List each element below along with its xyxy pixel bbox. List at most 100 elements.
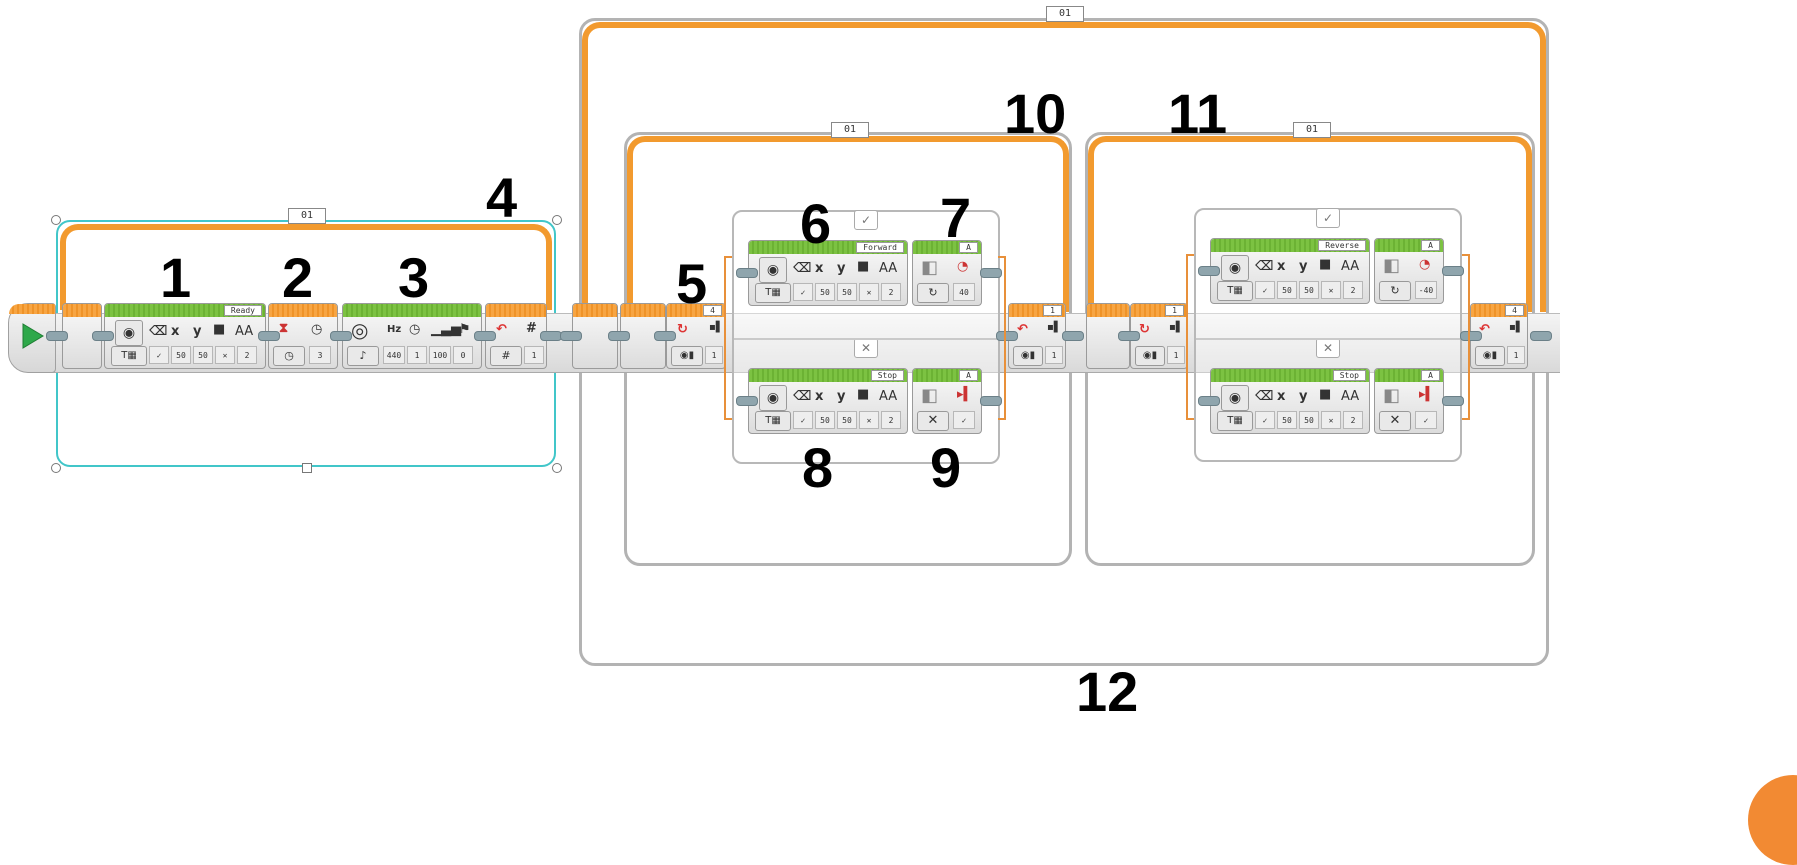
frequency-value[interactable]: 440 xyxy=(383,346,405,364)
selection-handle[interactable] xyxy=(552,463,562,473)
selection-handle[interactable] xyxy=(51,215,61,225)
state-value[interactable]: 1 xyxy=(705,346,723,364)
compare-mode-icon[interactable]: ◉▮ xyxy=(671,346,703,366)
motor-forward-block[interactable]: A ◧ ◔ ↻ 40 xyxy=(912,240,982,306)
sequence-plug[interactable] xyxy=(92,331,114,341)
case-plug[interactable] xyxy=(1198,266,1220,276)
sequence-plug[interactable] xyxy=(996,331,1018,341)
font-value[interactable]: 2 xyxy=(1343,411,1363,429)
off-mode-icon[interactable]: ✕ xyxy=(1379,411,1411,431)
sequence-plug[interactable] xyxy=(1118,331,1140,341)
compare-mode-icon[interactable]: ◉▮ xyxy=(1135,346,1165,366)
x-value[interactable]: 50 xyxy=(1277,411,1297,429)
true-case-tab[interactable]: ✓ xyxy=(854,210,878,230)
false-case-tab[interactable]: ✕ xyxy=(854,338,878,358)
font-value[interactable]: 2 xyxy=(881,411,901,429)
motor-port-tag[interactable]: A xyxy=(959,370,978,381)
state-value[interactable]: 1 xyxy=(1507,346,1525,364)
case-plug[interactable] xyxy=(1442,396,1464,406)
motor-reverse-block[interactable]: A ◧ ◔ ↻ -40 xyxy=(1374,238,1444,304)
switch-port-tag[interactable]: 1 xyxy=(1165,305,1184,316)
on-mode-icon[interactable]: ↻ xyxy=(917,283,949,303)
loop-end-tag[interactable]: 4 xyxy=(1505,305,1524,316)
text-mode-icon[interactable]: T▦ xyxy=(755,283,791,303)
reverse-loop-counter[interactable]: 01 xyxy=(1293,122,1331,138)
color-value[interactable]: ✕ xyxy=(1321,281,1341,299)
font-value[interactable]: 2 xyxy=(1343,281,1363,299)
count-mode-icon[interactable]: # xyxy=(490,346,522,366)
case-plug[interactable] xyxy=(736,268,758,278)
color-value[interactable]: ✕ xyxy=(215,346,235,364)
sequence-plug[interactable] xyxy=(474,331,496,341)
display-reverse-block[interactable]: Reverse ◉ ⌫ x y ■ AA T▦ ✓ 50 50 ✕ 2 xyxy=(1210,238,1370,304)
power-value[interactable]: 40 xyxy=(953,283,975,301)
brake-check[interactable]: ✓ xyxy=(953,411,975,429)
sequence-plug[interactable] xyxy=(1460,331,1482,341)
display-forward-block[interactable]: Forward ◉ ⌫ x y ■ AA T▦ ✓ 50 50 ✕ 2 xyxy=(748,240,908,306)
clear-check[interactable]: ✓ xyxy=(149,346,169,364)
selection-handle[interactable] xyxy=(51,463,61,473)
motor-port-tag[interactable]: A xyxy=(1421,370,1440,381)
sequence-plug[interactable] xyxy=(540,331,562,341)
power-value[interactable]: -40 xyxy=(1415,281,1437,299)
x-value[interactable]: 50 xyxy=(171,346,191,364)
off-mode-icon[interactable]: ✕ xyxy=(917,411,949,431)
color-value[interactable]: ✕ xyxy=(859,283,879,301)
display-text-tag[interactable]: Reverse xyxy=(1318,240,1366,251)
switch-port-tag[interactable]: 4 xyxy=(703,305,722,316)
sequence-plug[interactable] xyxy=(330,331,352,341)
compare-mode-icon[interactable]: ◉▮ xyxy=(1013,346,1043,366)
display-ready-block[interactable]: Ready ◉ ⌫ x y ■ AA T▦ ✓ 50 50 ✕ 2 xyxy=(104,303,266,369)
sequence-plug[interactable] xyxy=(46,331,68,341)
duration-value[interactable]: 1 xyxy=(407,346,427,364)
play-type-value[interactable]: 0 xyxy=(453,346,473,364)
compare-mode-icon[interactable]: ◉▮ xyxy=(1475,346,1505,366)
font-value[interactable]: 2 xyxy=(237,346,257,364)
motor-stop-block[interactable]: A ◧ ▸▍ ✕ ✓ xyxy=(912,368,982,434)
note-mode-icon[interactable]: ♪ xyxy=(347,346,379,366)
case-plug[interactable] xyxy=(1442,266,1464,276)
y-value[interactable]: 50 xyxy=(1299,411,1319,429)
display-stop-block[interactable]: Stop ◉ ⌫ x y ■ AA T▦ ✓ 50 50 ✕ 2 xyxy=(748,368,908,434)
display-text-tag[interactable]: Stop xyxy=(1332,370,1366,381)
color-value[interactable]: ✕ xyxy=(1321,411,1341,429)
motor-port-tag[interactable]: A xyxy=(959,242,978,253)
count-value[interactable]: 1 xyxy=(524,346,544,364)
state-value[interactable]: 1 xyxy=(1045,346,1063,364)
clear-check[interactable]: ✓ xyxy=(793,411,813,429)
reverse-loop-start[interactable] xyxy=(1086,303,1130,369)
false-case-tab[interactable]: ✕ xyxy=(1316,338,1340,358)
brake-check[interactable]: ✓ xyxy=(1415,411,1437,429)
clear-check[interactable]: ✓ xyxy=(1255,281,1275,299)
time-mode-icon[interactable]: ◷ xyxy=(273,346,305,366)
color-value[interactable]: ✕ xyxy=(859,411,879,429)
y-value[interactable]: 50 xyxy=(193,346,213,364)
text-mode-icon[interactable]: T▦ xyxy=(1217,281,1253,301)
x-value[interactable]: 50 xyxy=(815,411,835,429)
case-plug[interactable] xyxy=(736,396,758,406)
sequence-plug[interactable] xyxy=(608,331,630,341)
sequence-plug[interactable] xyxy=(654,331,676,341)
text-mode-icon[interactable]: T▦ xyxy=(1217,411,1253,431)
sequence-plug[interactable] xyxy=(560,331,582,341)
switch-touch-block[interactable]: 4 ↻ ▪▌ ◉▮ 1 xyxy=(666,303,726,369)
display-text-tag[interactable]: Ready xyxy=(223,305,262,316)
on-mode-icon[interactable]: ↻ xyxy=(1379,281,1411,301)
seconds-value[interactable]: 3 xyxy=(309,346,331,364)
selection-handle[interactable] xyxy=(302,463,312,473)
clear-check[interactable]: ✓ xyxy=(793,283,813,301)
x-value[interactable]: 50 xyxy=(1277,281,1297,299)
wait-time-block[interactable]: ⧗ ◷ ◷ 3 xyxy=(268,303,338,369)
display-text-tag[interactable]: Forward xyxy=(856,242,904,253)
selection-handle[interactable] xyxy=(552,215,562,225)
sequence-plug[interactable] xyxy=(1530,331,1552,341)
sequence-plug[interactable] xyxy=(1062,331,1084,341)
y-value[interactable]: 50 xyxy=(1299,281,1319,299)
case-plug[interactable] xyxy=(980,268,1002,278)
outer-loop-counter[interactable]: 01 xyxy=(1046,6,1084,22)
first-loop-counter[interactable]: 01 xyxy=(288,208,326,224)
case-plug[interactable] xyxy=(980,396,1002,406)
loop-end-tag[interactable]: 1 xyxy=(1043,305,1062,316)
display-text-tag[interactable]: Stop xyxy=(870,370,904,381)
text-mode-icon[interactable]: T▦ xyxy=(111,346,147,366)
